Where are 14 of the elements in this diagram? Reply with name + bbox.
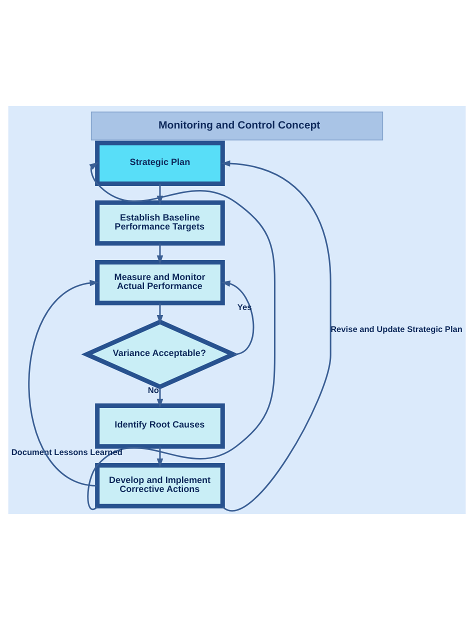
node-box: Establish Baseline Performance Targets bbox=[95, 200, 225, 246]
arrow bbox=[156, 242, 164, 264]
arrow bbox=[221, 160, 332, 511]
arrow bbox=[28, 279, 99, 486]
arrow bbox=[156, 446, 164, 468]
node-box: Develop and Implement Corrective Actions bbox=[95, 462, 225, 508]
arrow bbox=[156, 386, 164, 408]
node-box: Measure and Monitor Actual Performance bbox=[95, 260, 225, 305]
node-box: Strategic Plan bbox=[95, 140, 225, 186]
arrow bbox=[221, 280, 254, 355]
diagram-title: Monitoring and Control Concept bbox=[158, 118, 320, 131]
node-box: Identify Root Causes bbox=[95, 402, 225, 448]
edge-label: Revise and Update Strategic Plan bbox=[330, 324, 462, 334]
arrow bbox=[156, 302, 164, 324]
